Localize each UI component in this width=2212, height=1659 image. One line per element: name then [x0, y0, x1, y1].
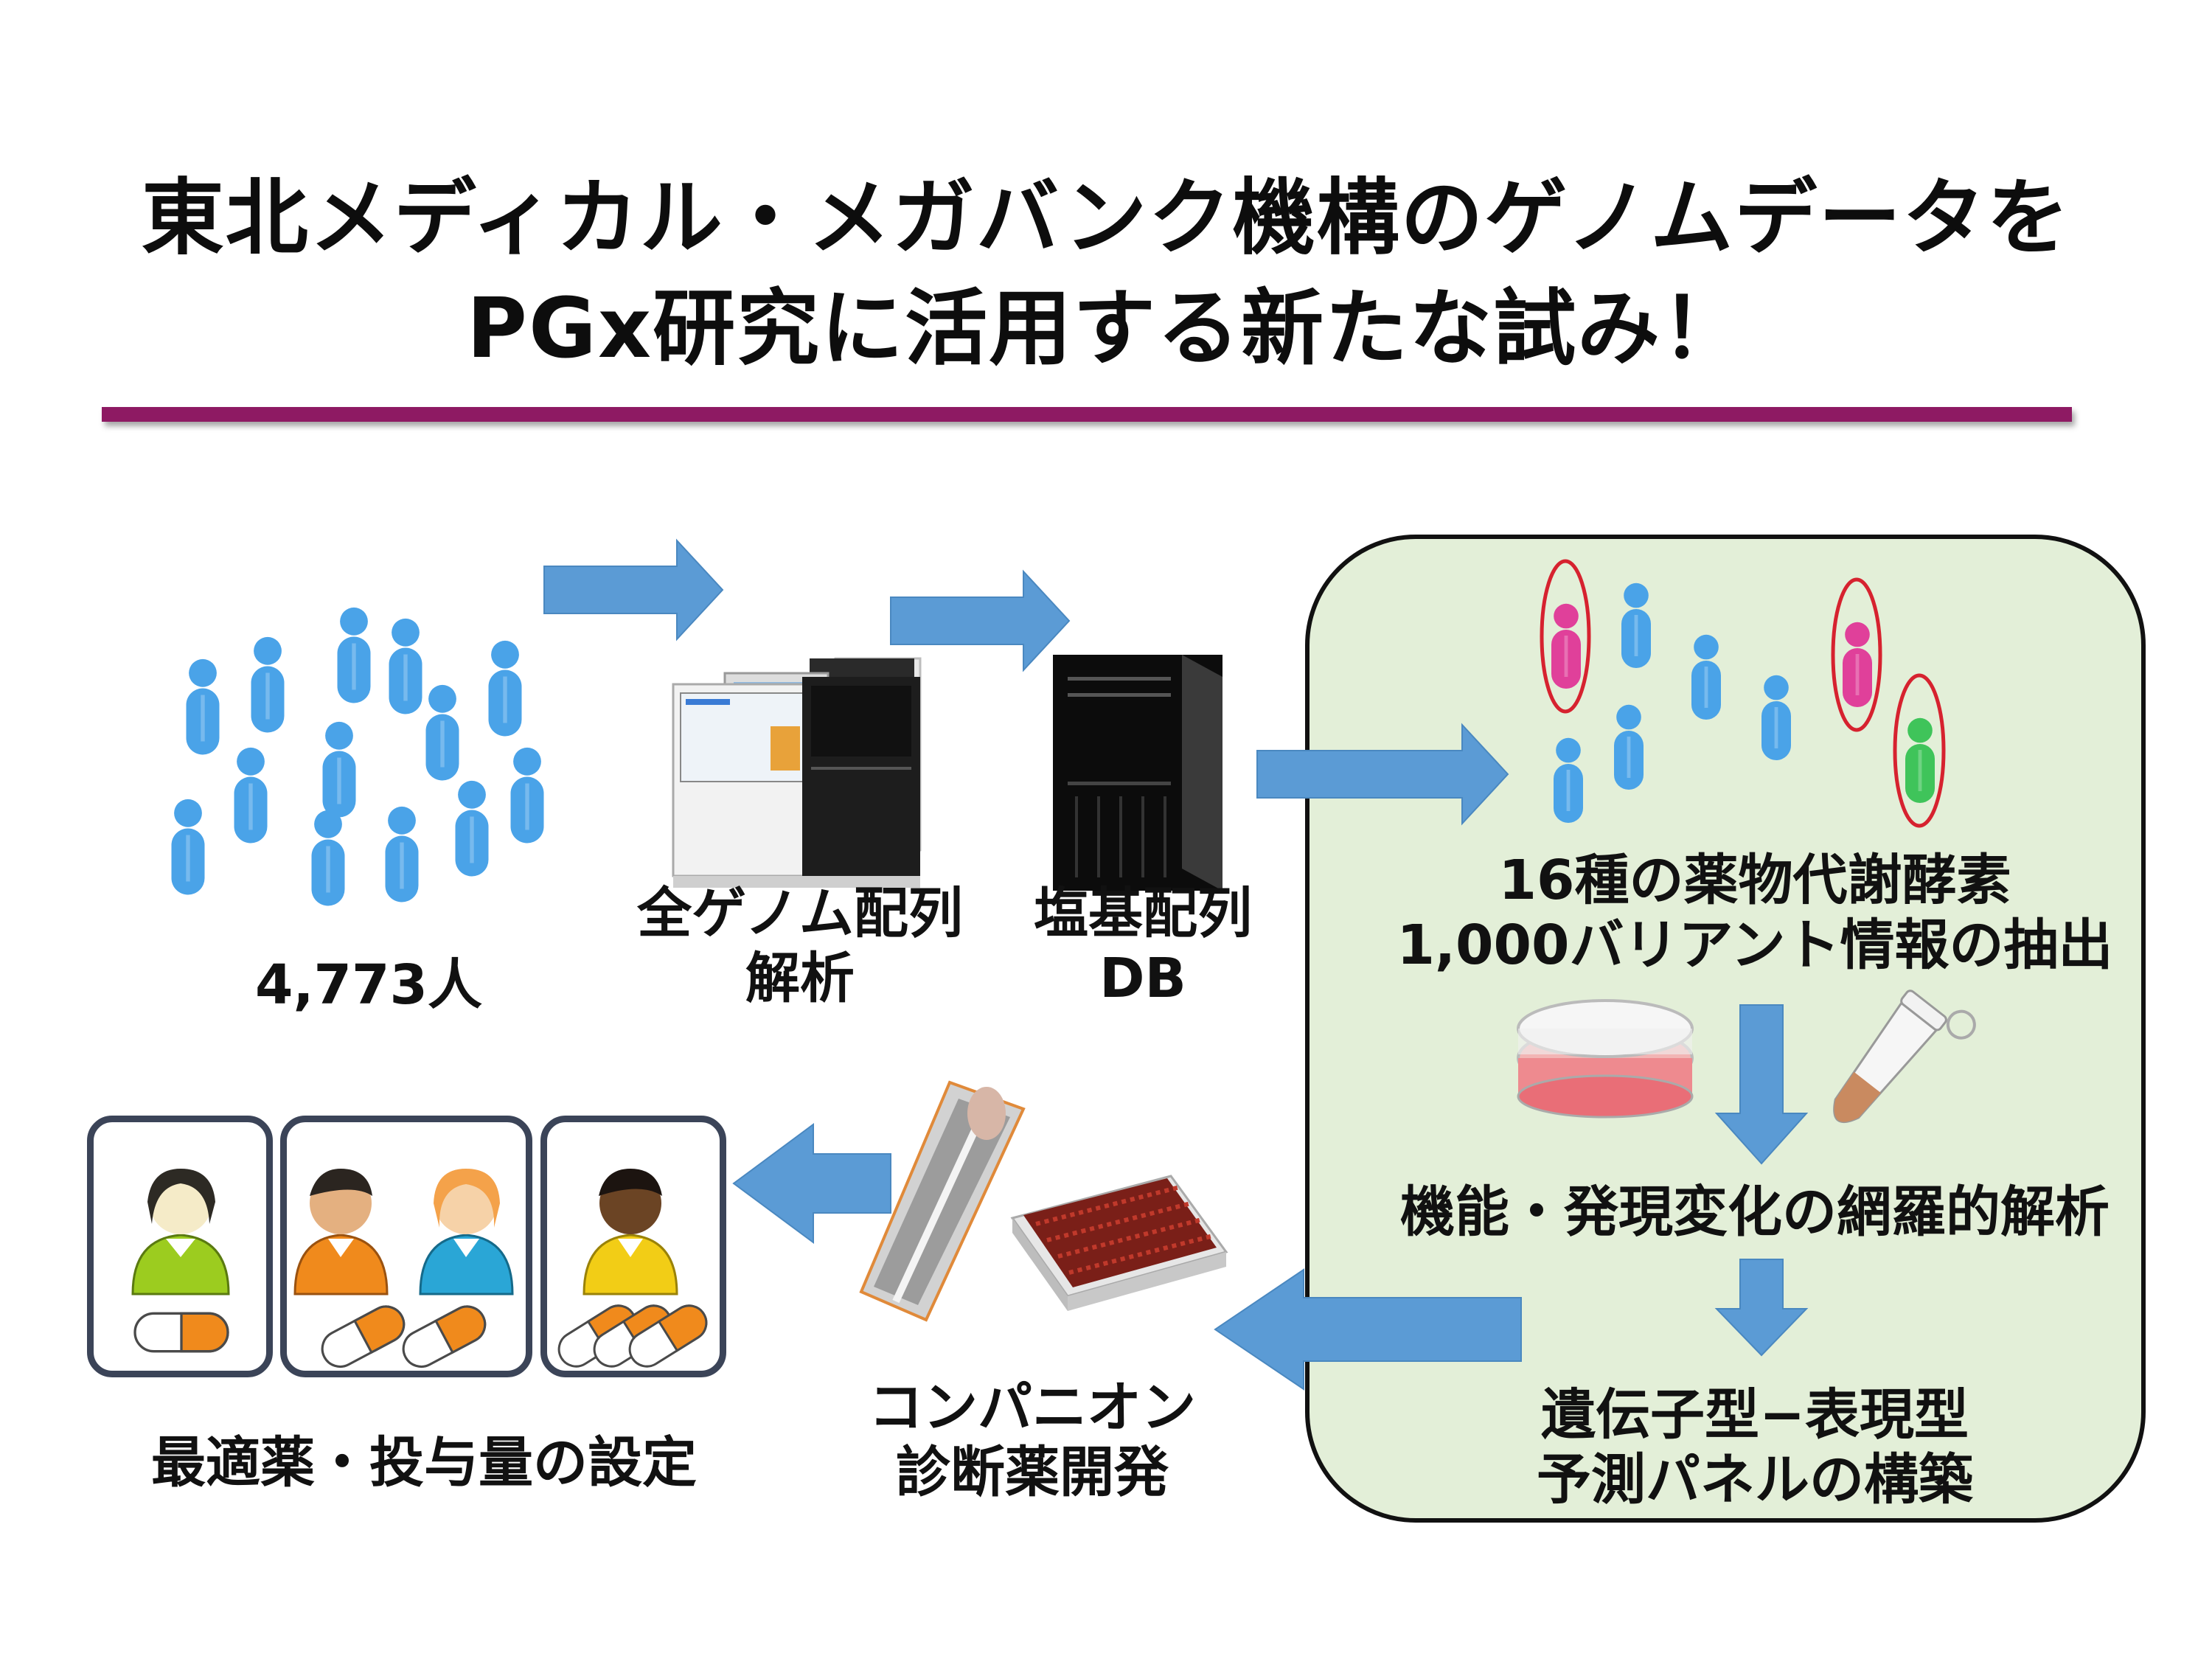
database-label-line-2: DB	[1099, 947, 1186, 1010]
arrow-companion-to-dosing	[732, 1123, 891, 1244]
sequencing-label: 全ゲノム配列 解析	[627, 881, 973, 1011]
optimal-dosing-label: 最適薬・投与量の設定	[151, 1431, 697, 1495]
title-line-1: 東北メディカル・メガバンク機構のゲノムデータを	[141, 170, 2071, 266]
arrow-analysis-to-panel	[1714, 1259, 1809, 1357]
well-plate-icon	[1010, 1175, 1228, 1311]
patient-avatar-icon-2	[293, 1169, 389, 1295]
arrow-cohort-to-sequencer	[543, 538, 724, 641]
patient-avatar-icon-3	[419, 1169, 514, 1295]
patient-avatar-icon-1	[131, 1169, 230, 1295]
petri-dish-icon	[1517, 999, 1694, 1119]
extraction-label: 16種の薬物代謝酵素 1,000バリアント情報の抽出	[1335, 848, 2175, 978]
panel-construction-label: 遺伝子型−表現型 予測パネルの構築	[1335, 1382, 2175, 1512]
arrow-sequencer-to-db	[890, 569, 1071, 672]
extraction-label-line-1: 16種の薬物代謝酵素	[1498, 849, 2011, 912]
panel-construction-label-line-1: 遺伝子型−表現型	[1540, 1383, 1969, 1447]
dna-sequencer-icon	[672, 657, 922, 888]
title-line-2: PGx研究に活用する新たな試み！	[466, 281, 1746, 377]
analysis-label: 機能・発現変化の網羅的解析	[1400, 1180, 2110, 1244]
arrow-extraction-to-analysis	[1714, 1004, 1809, 1165]
patient-avatar-icon-4	[582, 1169, 678, 1295]
cotton-swab-icon	[859, 1080, 1026, 1322]
title-divider	[102, 407, 2072, 422]
cohort-people-icon	[171, 607, 544, 906]
sequencing-label-line-1: 全ゲノム配列	[637, 882, 963, 945]
variant-people-icon	[1540, 559, 1946, 828]
sequencing-label-line-2: 解析	[745, 947, 855, 1010]
database-label-line-1: 塩基配列	[1034, 882, 1252, 945]
companion-label-line-2: 診断薬開発	[896, 1441, 1169, 1504]
database-label: 塩基配列 DB	[1010, 881, 1276, 1011]
arrow-panel-to-companion	[1214, 1268, 1522, 1391]
server-tower-icon	[1053, 655, 1222, 891]
arrow-db-to-extraction	[1256, 723, 1509, 826]
companion-label-line-1: コンパニオン	[869, 1376, 1196, 1439]
panel-construction-label-line-2: 予測パネルの構築	[1537, 1448, 1973, 1512]
microtube-icon	[1833, 990, 1976, 1124]
capsule-icon	[133, 1298, 714, 1374]
cohort-count-label: 4,773人	[254, 953, 483, 1017]
extraction-label-line-2: 1,000バリアント情報の抽出	[1397, 914, 2113, 977]
companion-diagnostics-label: コンパニオン 診断薬開発	[841, 1375, 1224, 1505]
